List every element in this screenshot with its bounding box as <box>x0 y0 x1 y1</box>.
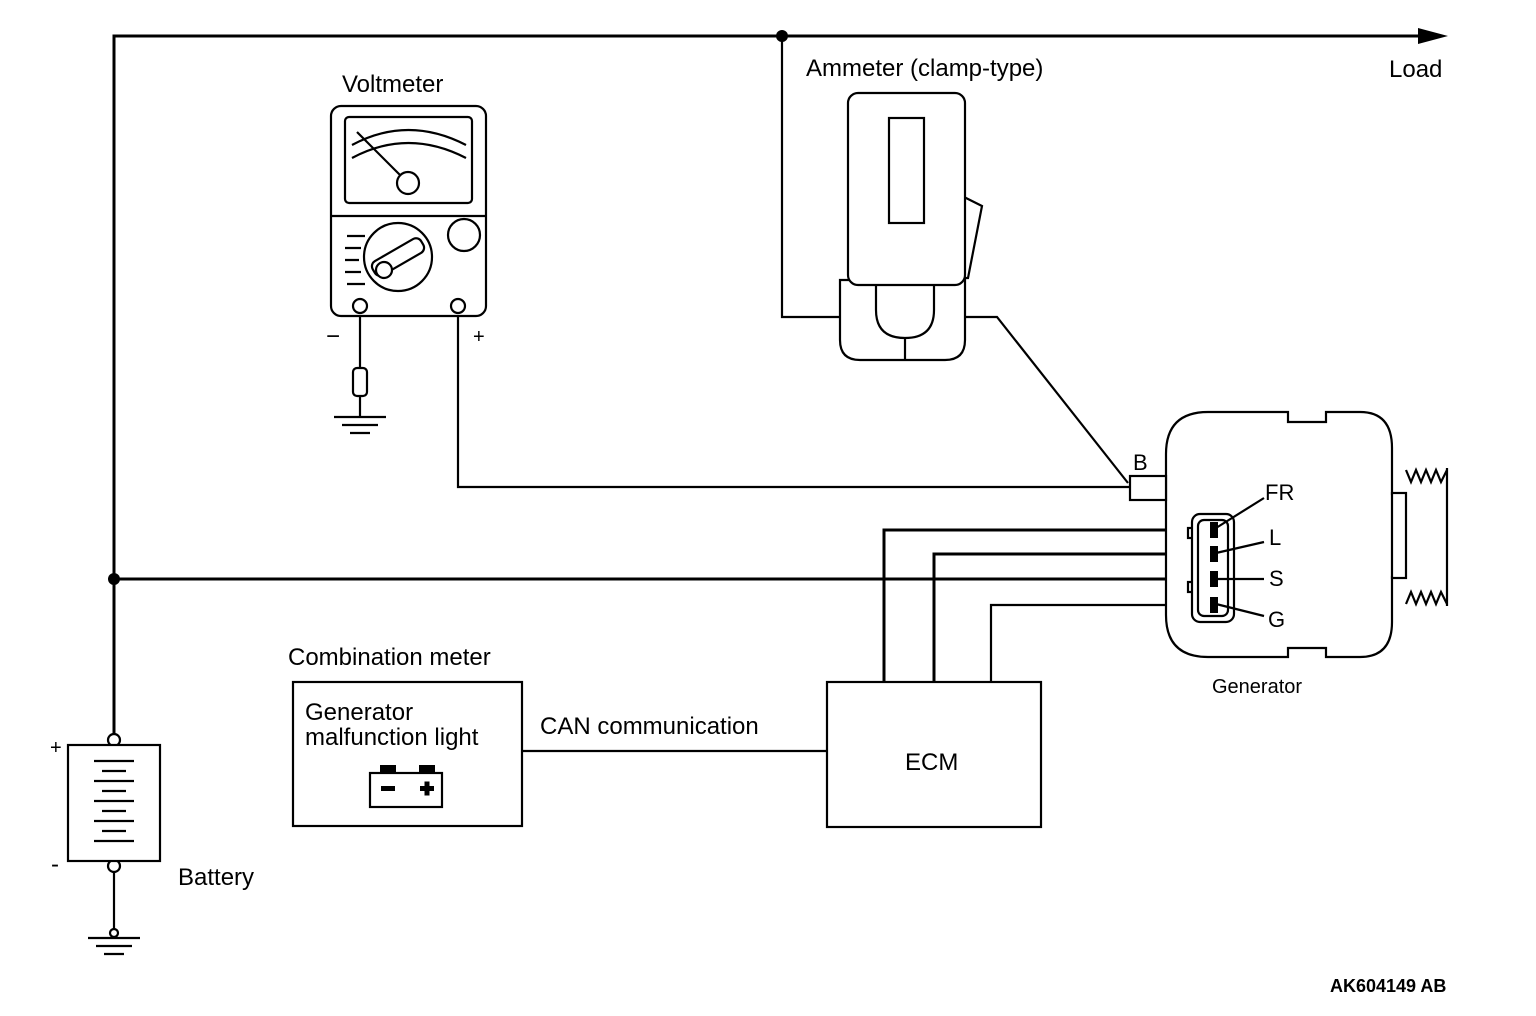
voltmeter-positive-lead <box>456 306 1130 489</box>
load-arrow-icon <box>1418 28 1448 44</box>
voltmeter-plus-label: + <box>473 326 485 348</box>
ecm-box <box>825 680 1043 829</box>
generator: B FR L S G Generator <box>1128 410 1449 698</box>
ammeter: Ammeter (clamp-type) <box>806 55 1043 362</box>
voltmeter-needle <box>356 131 404 179</box>
generator-label: Generator <box>1212 676 1302 698</box>
pin-s <box>1210 571 1218 587</box>
voltmeter-positive-jack <box>449 297 467 315</box>
zero-adjust-knob <box>446 217 482 253</box>
pin-g-label: G <box>1268 607 1285 632</box>
battery-warning-icon <box>368 765 444 809</box>
combination-meter: Combination meter Generator malfunction … <box>288 644 524 828</box>
terminal-b <box>1128 474 1168 502</box>
battery-minus-label: - <box>51 851 59 878</box>
voltmeter-dial <box>343 115 474 205</box>
malfunction-light-label-line2: malfunction light <box>305 724 479 751</box>
wires <box>108 28 1448 930</box>
ammeter-label: Ammeter (clamp-type) <box>806 55 1043 82</box>
terminal-b-label: B <box>1133 450 1148 475</box>
voltmeter: Voltmeter − + <box>326 71 488 435</box>
battery-body <box>66 743 162 863</box>
can-communication-label: CAN communication <box>540 713 759 740</box>
voltmeter-label: Voltmeter <box>342 71 443 98</box>
ecm: ECM <box>825 680 1043 829</box>
voltmeter-negative-jack <box>351 297 369 315</box>
pin-l-label: L <box>1269 525 1281 550</box>
battery-plus-label: + <box>50 737 62 759</box>
junction-dot <box>108 573 120 585</box>
ammeter-display <box>887 116 926 225</box>
probe-icon <box>351 366 369 398</box>
pin-s-label: S <box>1269 566 1284 591</box>
fr-wire <box>882 528 1214 682</box>
battery-cells <box>94 759 134 843</box>
ground-icon <box>88 936 140 956</box>
pin-fr-label: FR <box>1265 480 1294 505</box>
pin-g <box>1210 597 1218 613</box>
voltmeter-minus-label: − <box>326 323 340 350</box>
ground-icon <box>334 415 386 435</box>
g-wire <box>989 603 1214 682</box>
malfunction-light-label-line1: Generator <box>305 699 413 726</box>
main-power-wire <box>112 34 1435 736</box>
pin-fr <box>1210 522 1218 538</box>
pulley-groove-bottom <box>1404 589 1448 607</box>
combination-meter-label: Combination meter <box>288 644 491 671</box>
figure-code: AK604149 AB <box>1330 976 1446 996</box>
battery: + - Battery <box>50 732 254 956</box>
ammeter-clamp-jaw <box>838 278 967 362</box>
pin-l <box>1210 546 1218 562</box>
l-wire <box>932 552 1214 682</box>
battery-label: Battery <box>178 864 254 891</box>
ecm-label: ECM <box>905 749 958 776</box>
pulley-groove-top <box>1404 467 1448 485</box>
load-label: Load <box>1389 56 1442 83</box>
